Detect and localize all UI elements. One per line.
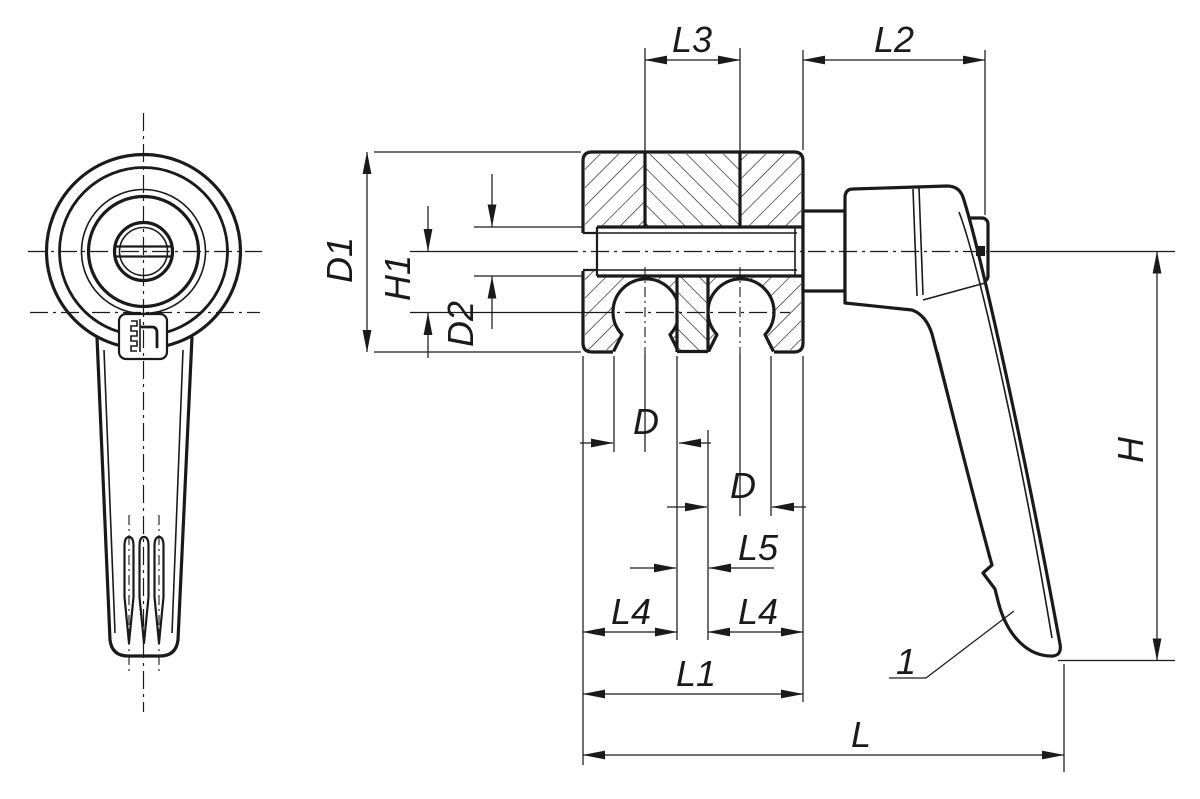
dim-label-l1: L1 — [676, 653, 716, 694]
cap-center-mark — [976, 246, 985, 256]
threaded-bore — [583, 225, 803, 278]
dim-label-h: H — [1110, 436, 1151, 463]
dimension-l4-left: L4 — [582, 591, 678, 637]
callout-leader — [889, 610, 1015, 679]
dim-label-l2: L2 — [874, 19, 914, 60]
dimension-d-left: D — [580, 401, 711, 448]
hatch-top-left — [585, 154, 645, 226]
hatch-top-middle — [645, 154, 740, 227]
dimension-l1: L1 — [582, 653, 804, 699]
dimension-h1: H1 — [377, 206, 433, 358]
dimensions: L3 L2 D1 H1 D2 D — [319, 19, 1175, 772]
dim-label-h1: H1 — [377, 255, 418, 301]
hatch-top-right — [740, 154, 801, 226]
dimension-l: L — [582, 714, 1065, 760]
dimension-d-right: D — [667, 465, 806, 512]
dim-label-d-left: D — [633, 401, 659, 442]
dim-label-l4-left: L4 — [611, 591, 651, 632]
dimension-l5: L5 — [630, 527, 779, 573]
dim-label-d2: D2 — [440, 301, 481, 347]
front-view — [28, 113, 262, 712]
dimension-d2: D2 — [440, 174, 497, 347]
lever-arm-outline — [843, 184, 1062, 658]
dim-label-l: L — [851, 714, 871, 755]
callout-label-1: 1 — [896, 641, 916, 682]
dimension-l3: L3 — [644, 19, 741, 65]
dimension-l4-right: L4 — [707, 591, 804, 637]
center-lines — [560, 246, 988, 355]
dimension-l2: L2 — [802, 19, 986, 65]
dim-label-d1: D1 — [319, 237, 360, 283]
callout-item-1: 1 — [889, 610, 1015, 682]
clamp-block-outline — [581, 150, 805, 354]
dim-label-d-right: D — [730, 465, 756, 506]
dim-label-l5: L5 — [738, 527, 779, 568]
dimension-h: H — [1110, 251, 1162, 661]
dimension-d1: D1 — [319, 151, 372, 353]
dim-label-l3: L3 — [672, 19, 712, 60]
hatch-web — [677, 277, 708, 351]
dim-label-l4-right: L4 — [738, 591, 778, 632]
